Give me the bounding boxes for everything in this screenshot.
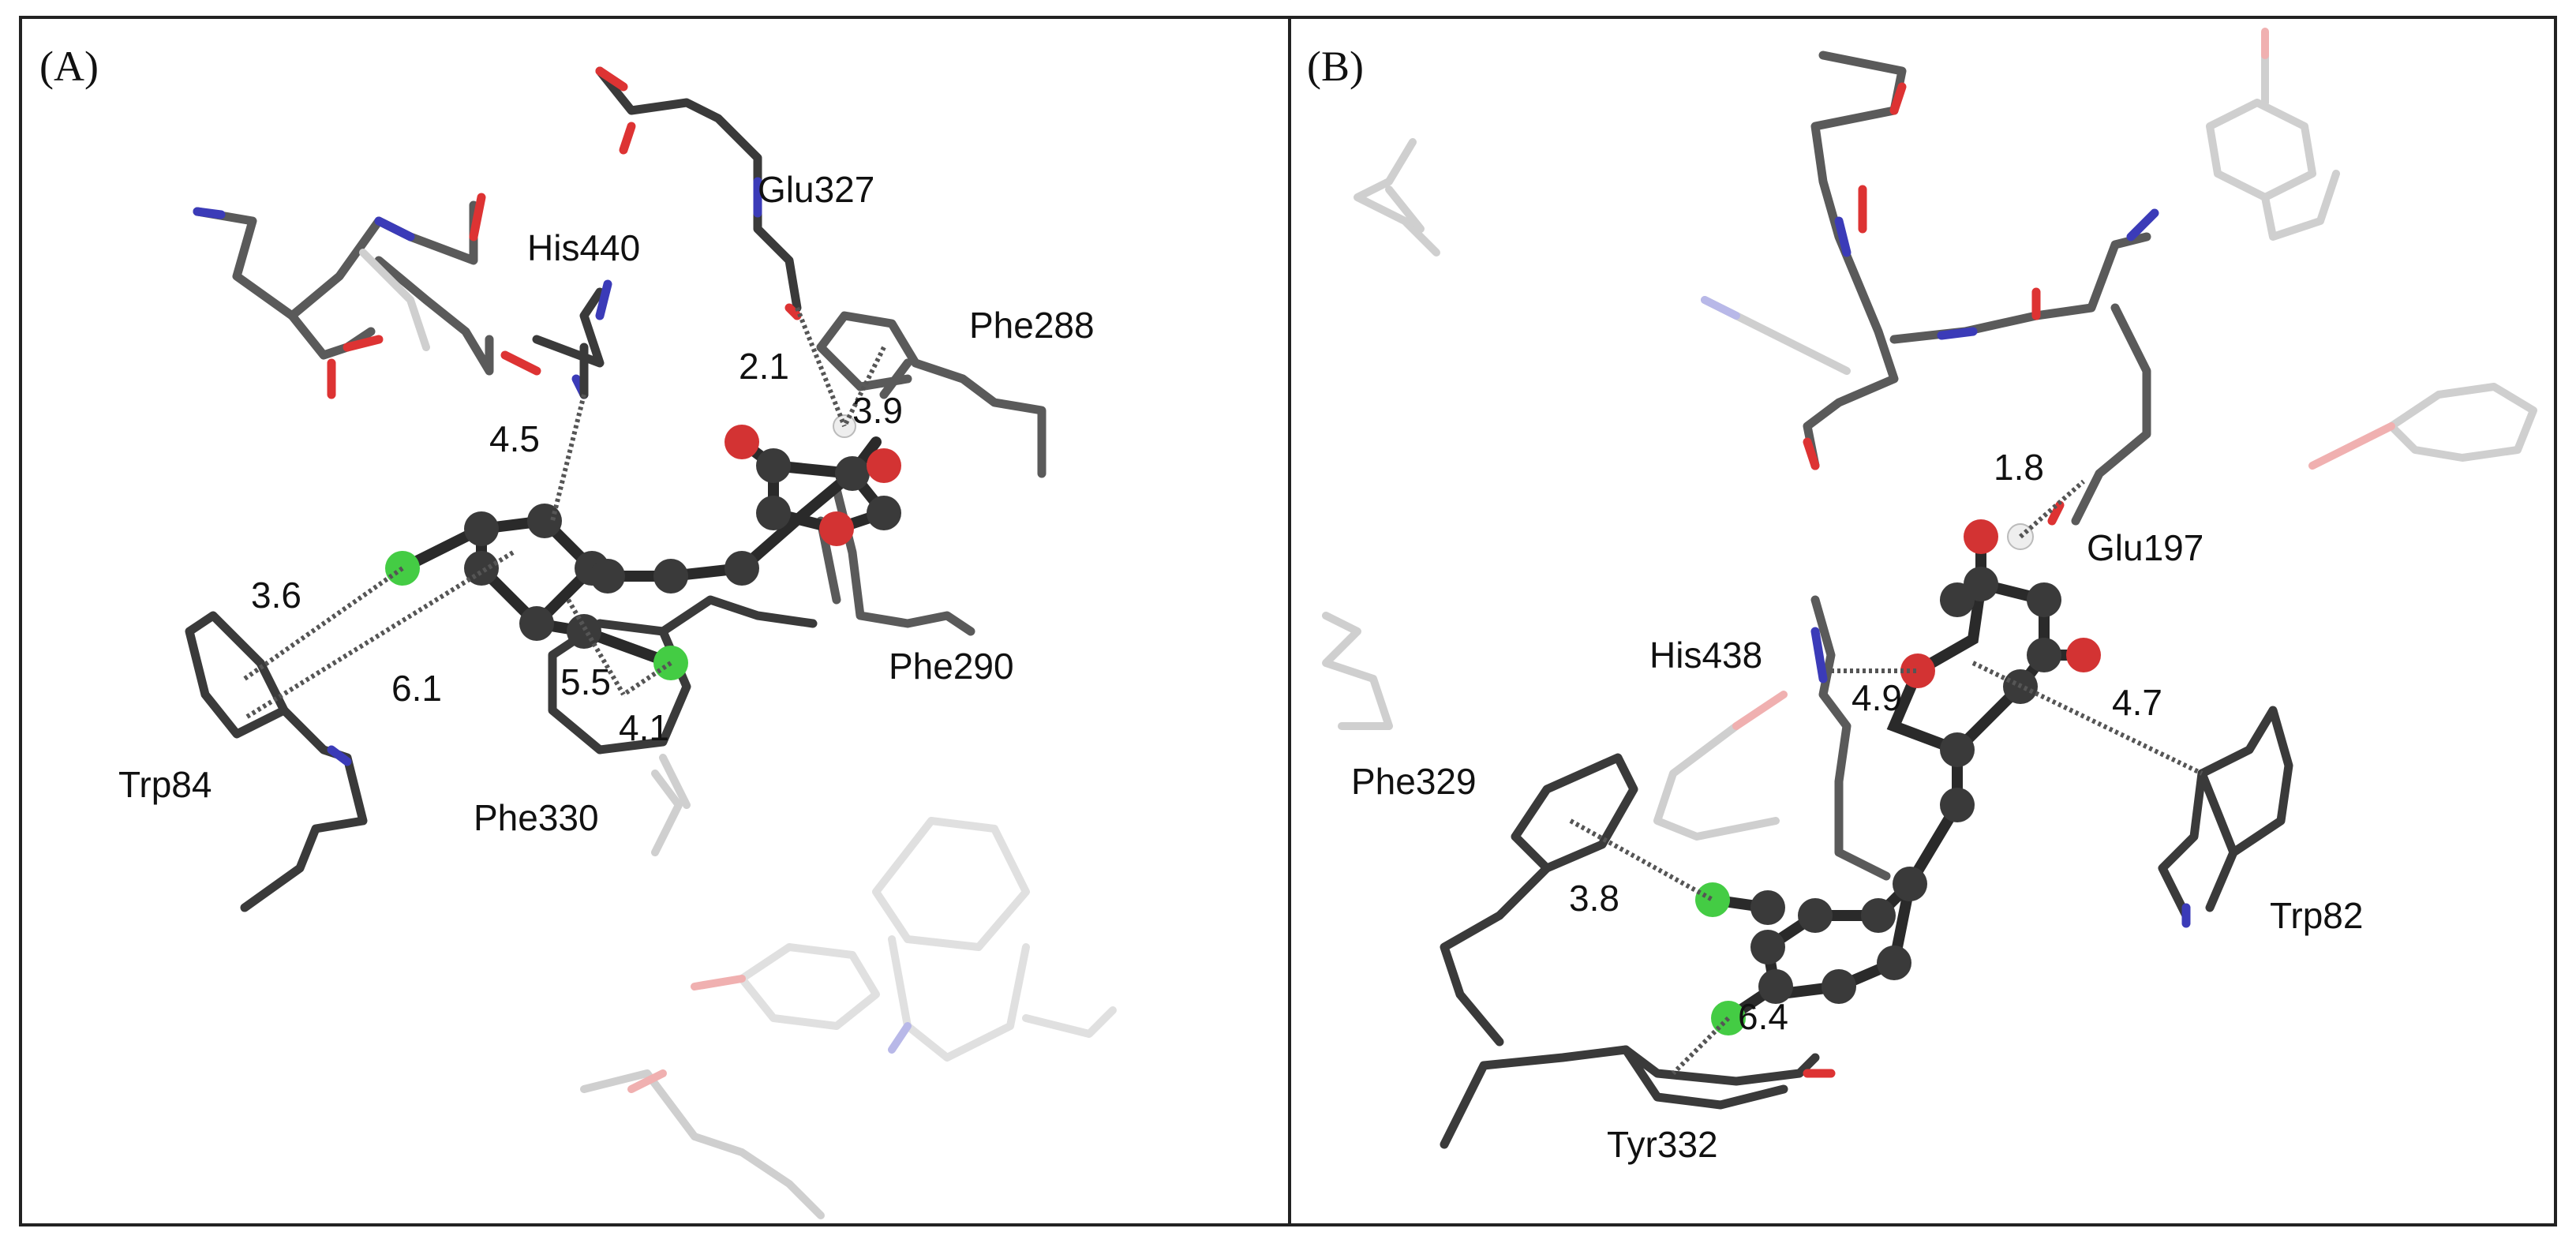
dist-trp82: 4.7 <box>2112 682 2162 723</box>
dist-glu327: 2.1 <box>739 346 789 387</box>
label-his438: His438 <box>1649 635 1762 676</box>
panel-a-letter: (A) <box>39 43 99 90</box>
phe330-residue <box>548 595 818 809</box>
phe288-residue <box>816 311 1046 478</box>
panel-a-interactions <box>243 306 886 721</box>
label-his440: His440 <box>527 227 640 268</box>
panel-a-upper-residues <box>193 193 541 399</box>
dist-phe330-ring: 5.5 <box>560 661 611 702</box>
panel-b-faint-residues <box>1322 28 2537 730</box>
dist-phe288: 3.9 <box>852 390 903 431</box>
tyr332-residue <box>1440 1045 1836 1149</box>
ligand-b <box>1695 519 2101 1035</box>
label-phe288: Phe288 <box>969 305 1095 346</box>
trp84-residue <box>185 611 368 912</box>
label-glu327: Glu327 <box>758 169 874 210</box>
panel-b-letter: (B) <box>1307 43 1364 90</box>
dist-tyr332: 6.4 <box>1738 996 1788 1037</box>
dist-phe329: 3.8 <box>1569 878 1619 919</box>
dist-phe330-cl: 4.1 <box>619 707 669 748</box>
dist-trp84-cl: 3.6 <box>251 575 301 616</box>
label-glu197: Glu197 <box>2087 527 2203 568</box>
dist-his440: 4.5 <box>489 418 540 459</box>
label-phe329: Phe329 <box>1351 761 1477 802</box>
label-trp82: Trp82 <box>2270 895 2363 936</box>
glu327-residue <box>595 66 802 320</box>
label-tyr332: Tyr332 <box>1607 1124 1718 1165</box>
his440-residue <box>532 279 612 399</box>
dist-trp84-ring: 6.1 <box>391 668 442 709</box>
dist-glu197: 1.8 <box>1994 447 2044 488</box>
label-phe330: Phe330 <box>474 797 599 838</box>
panel-a: (A) <box>19 16 1291 1226</box>
panel-b-backbone <box>1803 51 2159 526</box>
dist-his438: 4.9 <box>1852 677 1902 718</box>
panel-a-faint-residues <box>580 770 1117 1219</box>
label-phe290: Phe290 <box>889 646 1014 687</box>
panel-b-interactions <box>1569 479 2203 1076</box>
ligand-a <box>385 414 901 680</box>
panel-b-frame <box>1288 16 2557 1226</box>
his438-residue <box>1653 595 1891 881</box>
trp82-residue <box>2158 706 2293 928</box>
panel-b: (B) <box>1288 16 2557 1226</box>
label-trp84: Trp84 <box>118 764 212 805</box>
phe329-residue <box>1440 753 1638 1047</box>
